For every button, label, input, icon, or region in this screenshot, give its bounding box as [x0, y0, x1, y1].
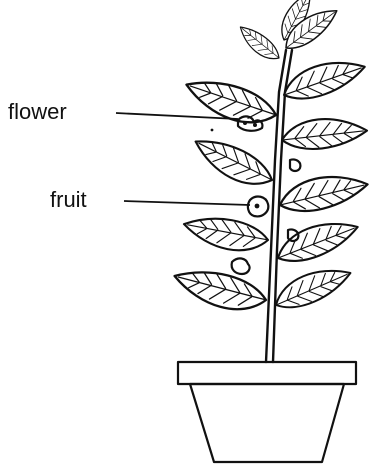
fruit-cluster [248, 197, 268, 217]
leaf [170, 261, 270, 318]
flower-pot [178, 362, 356, 462]
leaf [276, 168, 370, 217]
fruit-pointer-line [124, 201, 250, 205]
fruit-label: fruit [50, 189, 87, 211]
leaf [188, 129, 277, 195]
leaf [279, 52, 369, 106]
leaf [235, 21, 284, 66]
leaf [272, 212, 362, 269]
leaf [181, 211, 271, 257]
leaf [280, 115, 368, 152]
flower-label: flower [8, 101, 67, 123]
leaf [181, 70, 281, 133]
leaf [270, 259, 355, 315]
